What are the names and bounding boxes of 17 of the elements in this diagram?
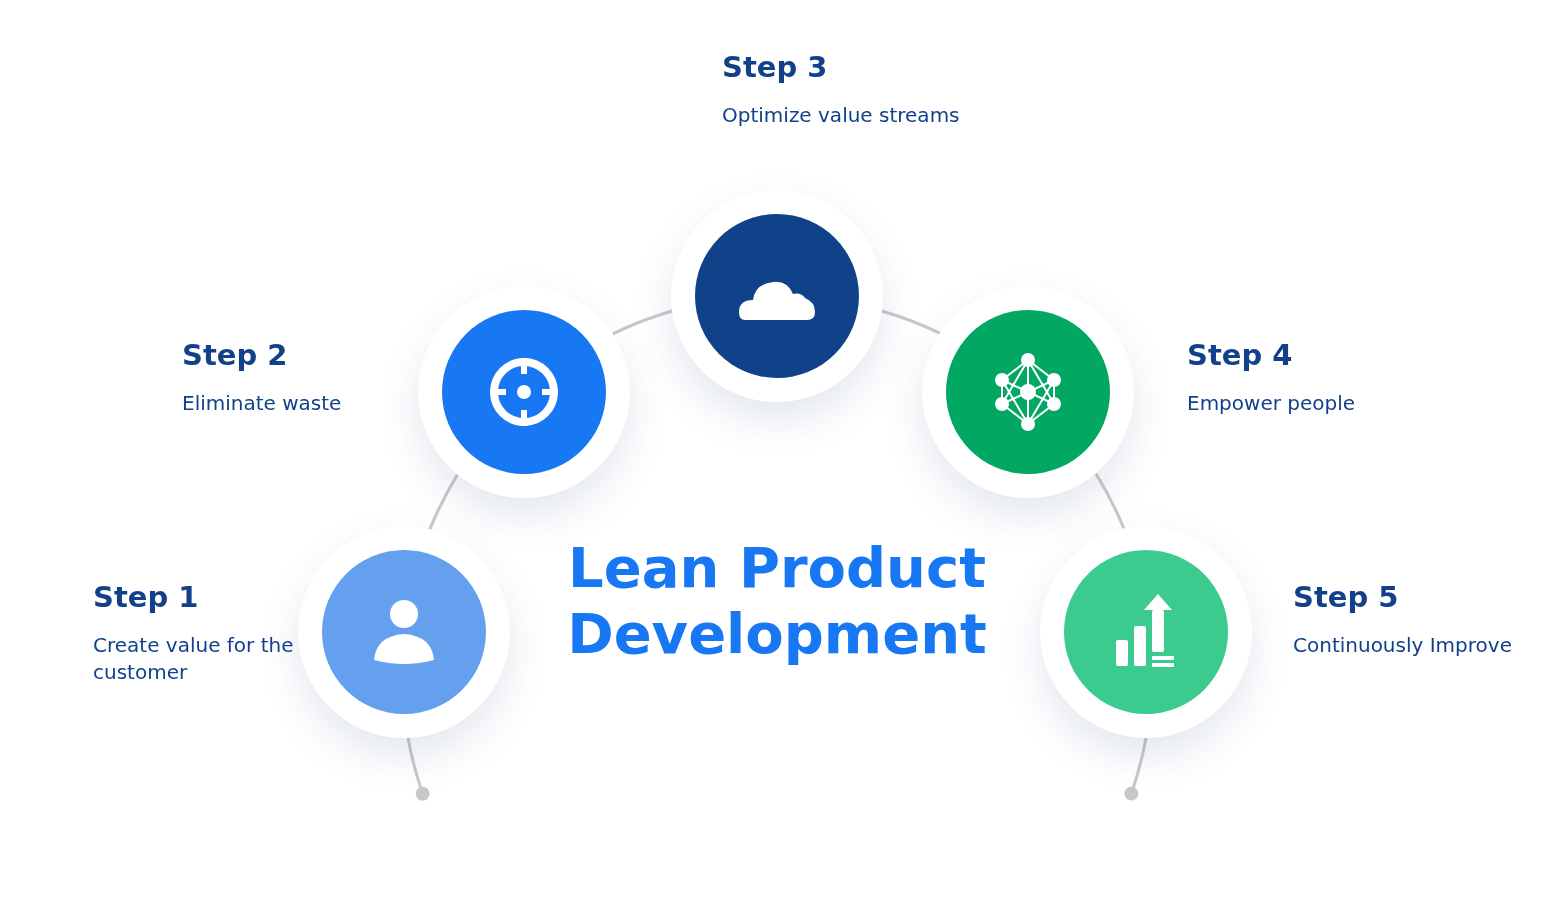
step-description: Eliminate waste [182,390,343,417]
step-description: Empower people [1187,390,1357,417]
connector-line [406,737,430,801]
connector-line [1094,472,1126,530]
connector-line [428,474,459,530]
step-heading: Step 3 [722,50,828,84]
step-heading: Step 2 [182,338,288,372]
connector-line [612,309,673,336]
connector-line [881,309,941,335]
step-description: Optimize value streams [722,102,961,129]
step-heading: Step 5 [1293,580,1399,614]
connector-line [1124,737,1148,801]
title: Lean Product Development [566,535,988,667]
step-description: Create value for the customer [93,632,295,686]
step-description: Continuously Improve [1293,632,1513,659]
step-heading: Step 1 [93,580,199,614]
step-heading: Step 4 [1187,338,1293,372]
